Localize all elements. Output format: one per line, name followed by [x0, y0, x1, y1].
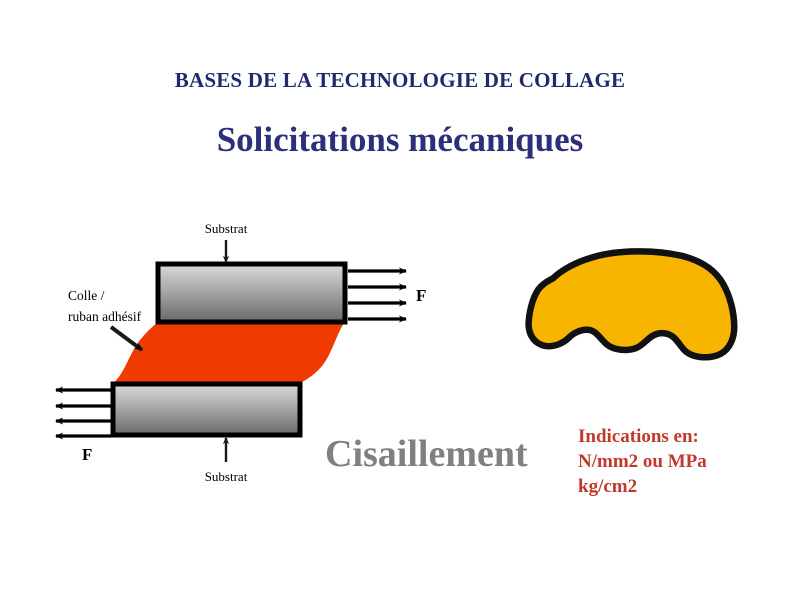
adhesive-label-line2: ruban adhésif [68, 309, 142, 324]
substrate-bottom-label: Substrat [205, 469, 248, 484]
adhesive-layer [113, 322, 345, 384]
adhesive-pointer-arrow [109, 325, 144, 352]
lower-substrate-block [110, 381, 303, 438]
substrate-top-label: Substrat [205, 221, 248, 236]
units-note: Indications en: N/mm2 ou MPa kg/cm2 [578, 424, 707, 499]
units-note-line-3: kg/cm2 [578, 476, 638, 497]
force-arrows-right [348, 267, 407, 323]
units-note-line-2: N/mm2 ou MPa [578, 451, 707, 472]
units-note-line-1: Indications en: [578, 426, 699, 447]
force-label-right: F [416, 286, 426, 305]
car-silhouette-icon [525, 248, 738, 361]
adhesive-label-line1: Colle / [68, 288, 105, 303]
page-title: BASES DE LA TECHNOLOGIE DE COLLAGE [174, 68, 626, 92]
upper-substrate-block [155, 261, 348, 325]
force-arrows-left [55, 386, 111, 440]
page-subtitle: Solicitations mécaniques [216, 120, 584, 159]
force-label-left: F [82, 445, 92, 464]
diagram-caption: Cisaillement [325, 433, 528, 475]
shear-stress-diagram: Substrat Substrat Colle / ruban adhésif … [55, 221, 426, 484]
